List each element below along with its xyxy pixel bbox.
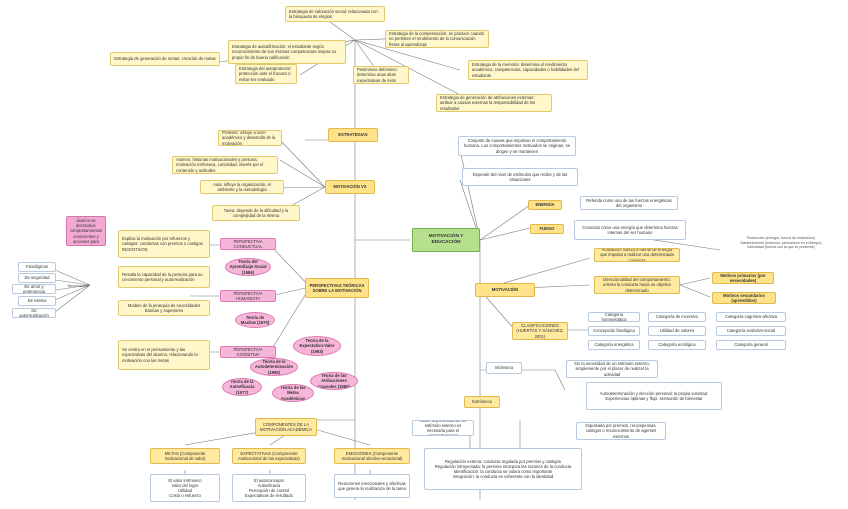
node-humanista-desc2: Modelo de la jerarquía de necesidades bá… xyxy=(118,300,210,316)
node-motivos-primarios: Motivos primarios (por necesidades) xyxy=(712,272,774,284)
node-motivacion-vs: MOTIVACIÓN VS xyxy=(325,180,375,194)
node-t-atribuciones: Teoría de las Atribuciones Causales (198… xyxy=(310,372,358,390)
node-produccion: Producción (energía, fuerza de motivació… xyxy=(740,236,822,250)
node-activacion: Activación: fuerza o fuente de energía q… xyxy=(594,248,680,262)
node-t-aprendizaje: Teoría del Aprendizaje Social (1986) xyxy=(225,258,271,276)
node-c-homeostatica: Categoría homeostática xyxy=(588,312,640,322)
node-c-ecologica: Categoría ecológica xyxy=(648,340,706,350)
node-fuego: FUEGO xyxy=(530,224,564,234)
node-amor: De amor y pertenencia xyxy=(12,284,56,294)
node-emociones-desc: Reacciones emocionales y afectivas que g… xyxy=(334,474,410,498)
node-perspectivas: PERSPECTIVAS TEÓRICAS SOBRE LA MOTIVACIÓ… xyxy=(305,278,369,298)
node-c-evolutiva: Categoría evolutivo-social xyxy=(716,326,786,336)
node-t-metas: Teoría de las Metas Académicas xyxy=(272,384,314,402)
node-fuego-desc: Conocido como una energía que determina … xyxy=(574,220,686,240)
node-persp-conductual: PERSPECTIVA CONDUCTUAL xyxy=(220,238,276,250)
node-autorrealizacion: De autorrealización xyxy=(12,308,56,318)
node-c-biologica: Concepción fisiológica xyxy=(588,326,640,336)
node-aula: Aula: influye la organización, el ambien… xyxy=(200,180,284,194)
node-est-atribuciones: Estrategia de generación de atribuciones… xyxy=(436,94,552,112)
node-profesor: Profesor: influye a nivel académico y de… xyxy=(218,130,282,146)
node-cdm: CDM: la presencia de un estímulo externo… xyxy=(412,420,474,436)
node-necesidades: Necesidades xyxy=(67,283,89,288)
node-c-general: Categoría general xyxy=(716,340,786,350)
node-energia: ENERGÍA xyxy=(528,200,562,210)
node-pesimismo: Pesimismo defensivo: determina unas alta… xyxy=(353,66,409,84)
node-metas-desc: El valor intrínseco Valor del logro Util… xyxy=(150,474,220,502)
node-intrinseca: Intrínseca xyxy=(486,362,522,374)
node-intrinseca-desc: Sin la necesidad de un estímulo externo,… xyxy=(566,360,658,378)
node-persp-cognitiva: PERSPECTIVA COGNITIVA xyxy=(220,346,276,358)
node-est-compensacion: Estrategia de la compensación: se produc… xyxy=(385,30,489,48)
node-t-autoeficacia: Teoría de la Autoeficacia (1977) xyxy=(222,378,262,396)
node-depende: Depende del nivel de estímulos que recib… xyxy=(462,168,578,186)
node-direccionalidad: Direccionalidad del comportamiento: orie… xyxy=(594,276,680,294)
node-est-generacion: Estrategia de generación de metas: creac… xyxy=(110,52,220,66)
node-componentes: COMPONENTES DE LA MOTIVACIÓN ACADÉMICA xyxy=(255,418,317,436)
node-t-expectativa: Teoría de la Expectativa-Valor (1983) xyxy=(293,336,341,356)
node-motivos-secundarios: Motivos secundarios (aprendidos) xyxy=(712,292,776,304)
node-cognitiva-desc: Se centra en el pensamiento y las expect… xyxy=(118,340,210,370)
node-est-autoafirmacion: Estrategia de autoafirmación: el estudia… xyxy=(228,40,346,64)
node-t-autodeterminacion: Teoría de la Autodeterminación (1985) xyxy=(250,358,298,376)
node-clasificaciones: CLASIFICACIONES (HUERTAS Y SÁNCHEZ, 2001… xyxy=(512,322,568,340)
node-expect-desc: El autoconcepto Autoeficacia Percepción … xyxy=(232,474,306,502)
node-conductual-desc: Explica la motivación por refuerzos y ca… xyxy=(118,230,210,258)
node-metas: METAS (Componente motivacional de valor) xyxy=(150,448,220,464)
node-est-valoracion: Estrategia de valoración social: relacio… xyxy=(285,6,385,22)
node-tarea: Tarea: depende de la dificultad y la com… xyxy=(212,205,300,221)
node-c-cognitiva: Categoría cognitivo-afectiva xyxy=(716,312,786,322)
node-est-autoprotector: Estrategia del autoprotector: protección… xyxy=(235,64,297,84)
node-persp-humanista: PERSPECTIVA HUMANISTA xyxy=(220,290,276,302)
node-t-maslow: Teoría de Maslow (1970) xyxy=(235,312,275,328)
node-alumno: Alumno: historias motivacionales y perso… xyxy=(172,156,278,174)
node-motivacion-r: MOTIVACIÓN xyxy=(475,283,535,297)
node-extrinseca-desc: Impulsada por premios, recompensas, cast… xyxy=(576,422,666,440)
node-expectativas: EXPECTATIVAS (Componente motivacional de… xyxy=(232,448,306,464)
node-estrategias: ESTRATEGIAS xyxy=(328,128,378,142)
node-regulacion: Regulación externa: conducta regulada po… xyxy=(424,448,582,490)
node-energia-desc: Referida como una de las fuerzas energét… xyxy=(580,196,678,210)
node-fisiologicas: Fisiológicas xyxy=(18,262,56,272)
node-est-memoria: Estrategia de la memoria: determina el r… xyxy=(468,60,588,80)
node-c-incentivo: Categoría de incentivo xyxy=(648,312,706,322)
node-autodeterminacion: Autodeterminación y elección personal: l… xyxy=(586,382,722,410)
node-c-energetica: Categoría energética xyxy=(588,340,640,350)
node-extrinseca: Extrínseca xyxy=(464,396,500,408)
node-conjunto: Conjunto de causas que impulsan el compo… xyxy=(458,136,576,156)
node-c-utilidad: Utilidad de valores xyxy=(648,326,706,336)
node-pink-note: Desarrollan porque el alumno se desmotiv… xyxy=(66,216,106,246)
node-humanista-desc: Resalta la capacidad de la persona para … xyxy=(118,266,210,288)
node-center: MOTIVACIÓN Y EDUCACIÓN xyxy=(412,228,480,252)
node-emociones: EMOCIONES (Componente motivacional afect… xyxy=(334,448,410,464)
node-estima: De estima xyxy=(18,296,56,306)
node-seguridad: De seguridad xyxy=(18,273,56,283)
